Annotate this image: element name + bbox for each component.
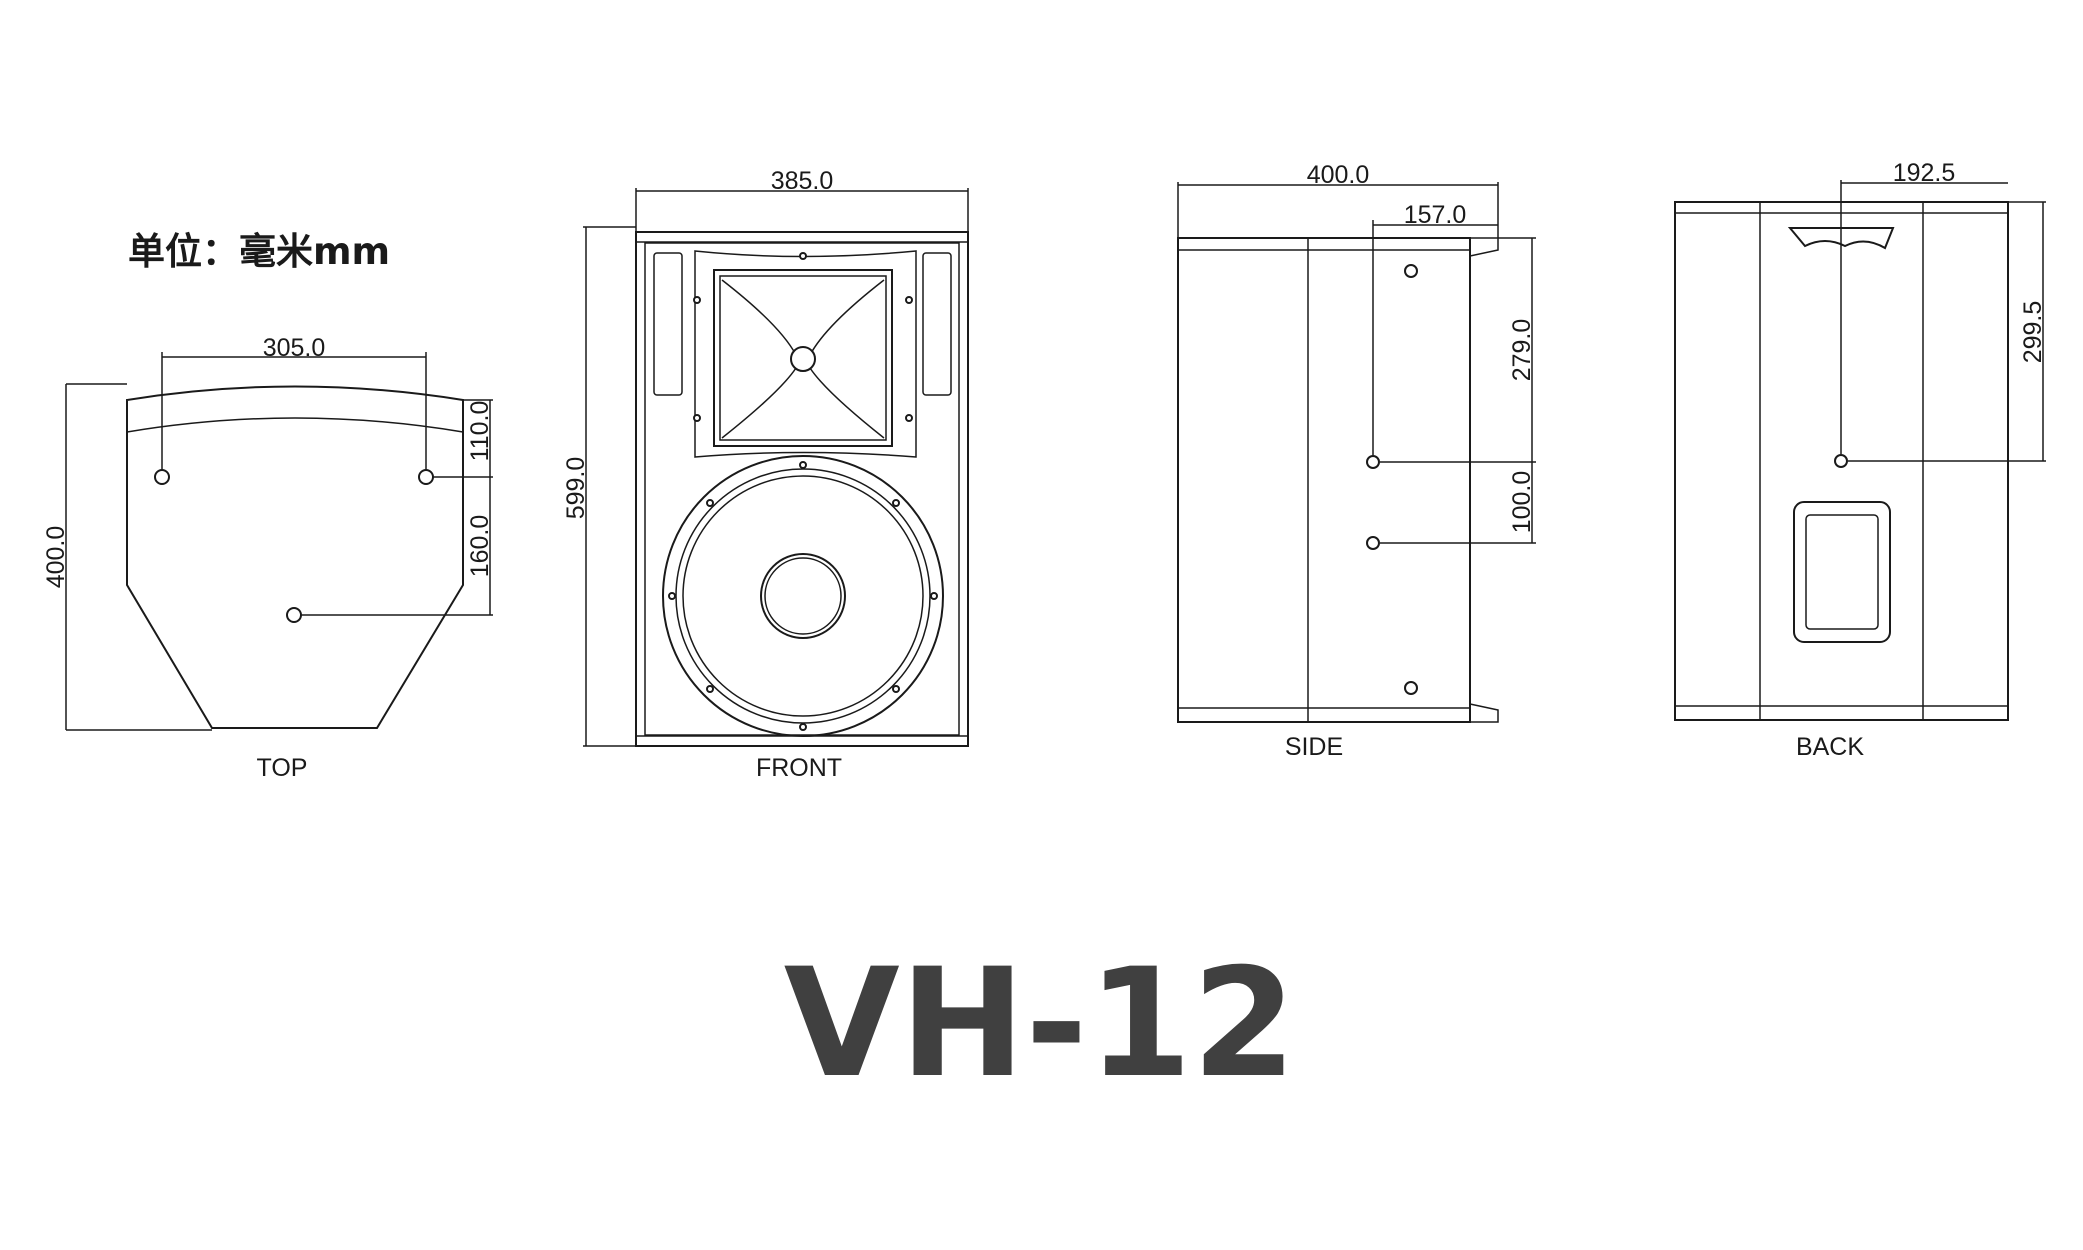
front-view: 385.0 599.0 FRONT [562,167,969,782]
top-dim-width-holes: 305.0 [263,334,326,362]
top-view: 305.0 400.0 110.0 160.0 TOP [42,334,494,782]
side-dim-hole-spacing: 100.0 [1508,471,1536,534]
back-dim-hole-offset: 192.5 [1893,159,1956,187]
side-dim-depth: 400.0 [1307,161,1370,189]
top-dim-depth: 400.0 [42,526,70,589]
top-dim-hole-offset: 110.0 [466,401,494,462]
back-view: 192.5 299.5 BACK [1674,159,2047,761]
side-view: 400.0 157.0 279.0 100.0 SIDE [1177,161,1536,761]
unit-label: 单位：毫米mm [128,230,390,273]
top-view-label: TOP [257,754,308,782]
side-dim-hole-height: 279.0 [1508,319,1536,382]
side-dim-hole-offset: 157.0 [1404,201,1467,229]
back-dim-hole-height: 299.5 [2019,301,2047,364]
model-name: VH-12 [784,937,1297,1111]
top-dim-hole-spacing: 160.0 [466,515,494,578]
side-view-label: SIDE [1285,733,1343,761]
front-view-label: FRONT [756,754,842,782]
front-dim-height: 599.0 [562,457,590,520]
back-view-label: BACK [1796,733,1864,761]
front-dim-width: 385.0 [771,167,834,195]
